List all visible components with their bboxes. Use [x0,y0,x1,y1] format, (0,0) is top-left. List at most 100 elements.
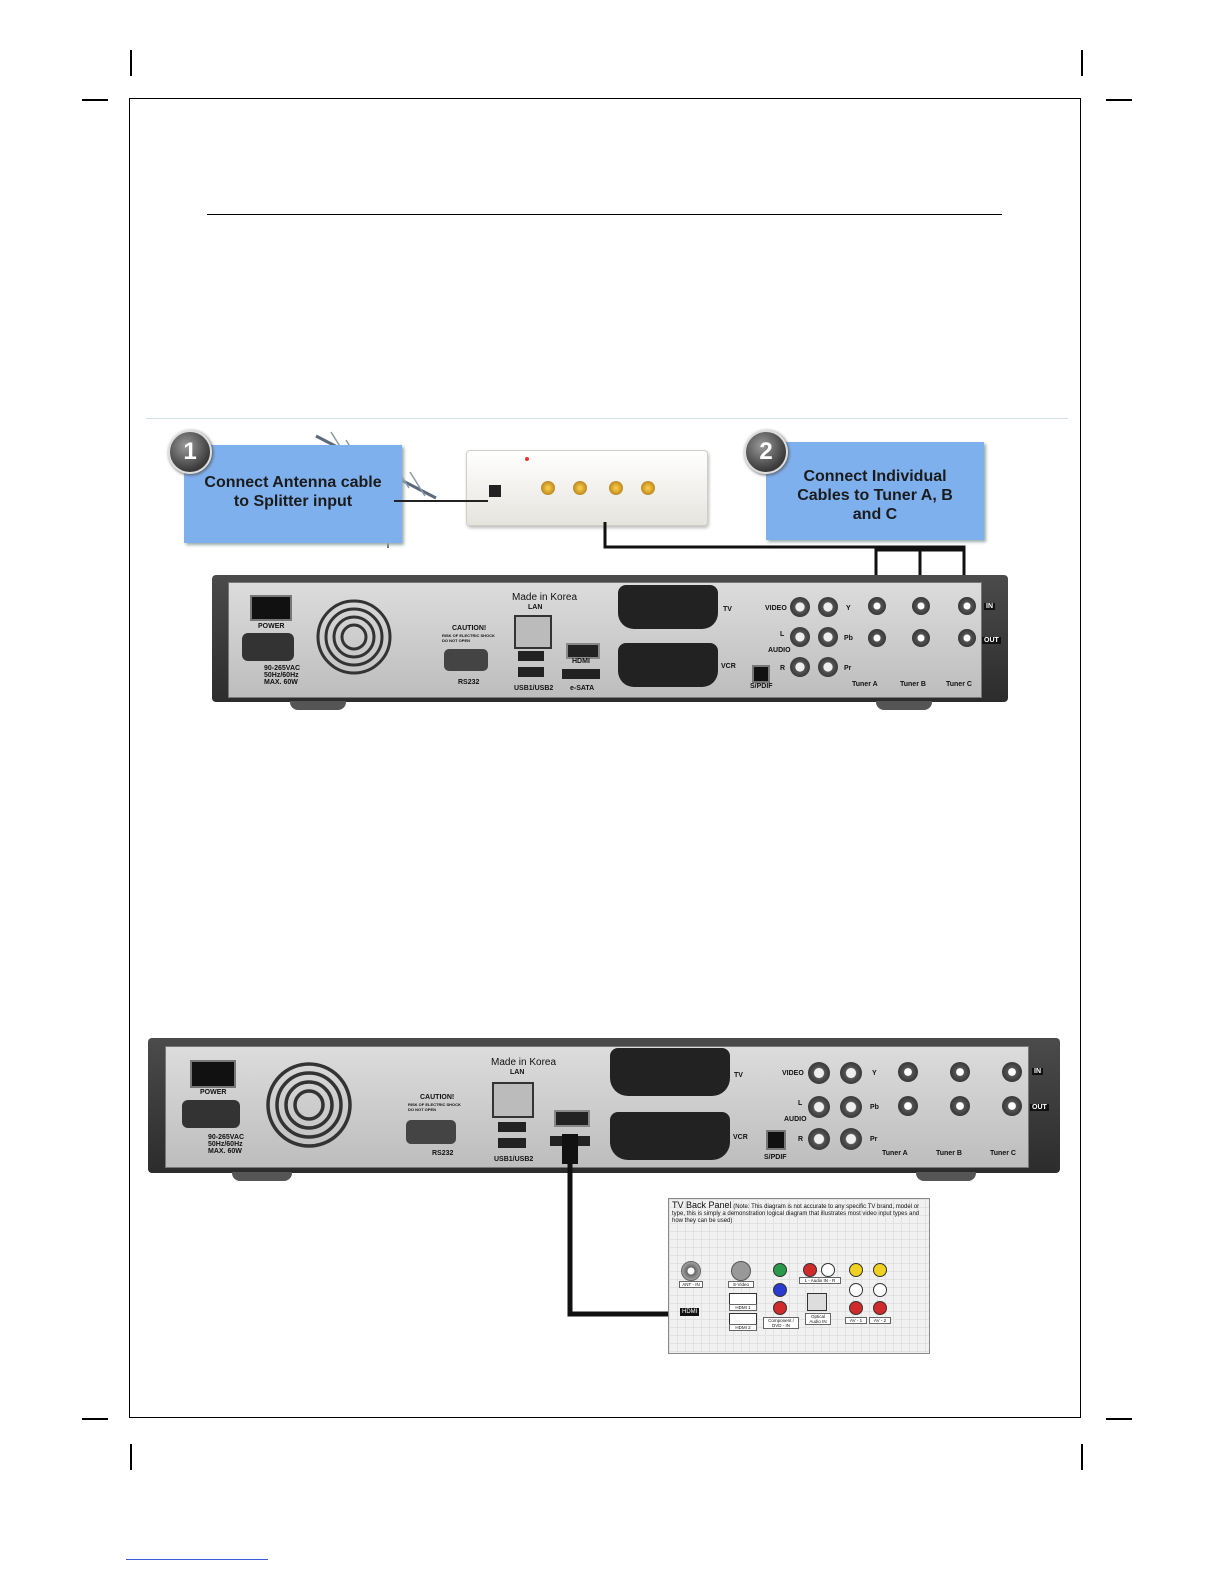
tuner-a-in-port[interactable] [868,597,886,615]
tv-back-panel: TV Back Panel (Note: This diagram is not… [668,1198,930,1354]
tuner-c-label: Tuner C [946,681,972,688]
rca-port[interactable] [808,1062,830,1084]
tuner-a-out-port[interactable] [868,629,886,647]
lan-port[interactable] [492,1082,534,1118]
tv-av2-left[interactable] [873,1283,887,1297]
tv-audio-l[interactable] [803,1263,817,1277]
tuner-b-out-port[interactable] [950,1096,970,1116]
tuner-c-label: Tuner C [990,1150,1016,1157]
tv-av2-right[interactable] [873,1301,887,1315]
power-socket [182,1100,240,1128]
rca-port[interactable] [840,1062,862,1084]
vcr-scart-port[interactable] [618,643,718,687]
tv-svideo-port[interactable] [731,1261,751,1281]
tv-component-label: Component / DVD - IN [763,1317,799,1329]
tuner-c-out-port[interactable] [958,629,976,647]
title-rule [207,214,1002,215]
spdif-port[interactable] [752,665,770,683]
tv-component-pr[interactable] [773,1301,787,1315]
rs232-port[interactable] [444,649,488,671]
receiver-back-panel: POWER 90-265VAC 50Hz/60Hz MAX. 60W Made … [212,575,1008,702]
usb-port[interactable] [498,1122,526,1132]
made-in-label: Made in Korea [512,592,578,603]
crop-mark [1081,1444,1083,1470]
tv-av1-right[interactable] [849,1301,863,1315]
audio-r-label: R [798,1136,804,1143]
receiver-foot [876,701,932,710]
crop-mark [1106,99,1132,101]
tv-grid [669,1199,929,1353]
tv-ant-label: ANT - IN [679,1281,703,1288]
video-label: VIDEO [782,1070,804,1077]
spdif-port[interactable] [766,1130,786,1150]
tv-av1-label: AV - 1 [845,1317,867,1324]
crop-mark [1081,50,1083,76]
section-rule [146,418,1068,419]
rca-port[interactable] [790,627,810,647]
tv-av1-video[interactable] [849,1263,863,1277]
audio-l-label: L [780,631,785,638]
pr-label: Pr [870,1136,878,1143]
crop-mark [130,50,132,76]
rca-port[interactable] [808,1128,830,1150]
usb-port[interactable] [498,1138,526,1148]
tuner-c-in-port[interactable] [1002,1062,1022,1082]
rca-port[interactable] [840,1128,862,1150]
splitter-led [525,457,529,461]
hdmi-label: HDMI [572,658,590,665]
tuner-a-in-port[interactable] [898,1062,918,1082]
tuner-a-out-port[interactable] [898,1096,918,1116]
rca-port[interactable] [818,657,838,677]
rs232-port[interactable] [406,1120,456,1144]
power-spec: 90-265VAC 50Hz/60Hz MAX. 60W [208,1134,245,1155]
pb-label: Pb [844,635,853,642]
spdif-label: S/PDIF [764,1154,787,1161]
caution-text: RISK OF ELECTRIC SHOCK DO NOT OPEN [442,633,495,643]
tuner-b-in-port[interactable] [950,1062,970,1082]
usb-port[interactable] [518,651,544,661]
power-socket [242,633,294,661]
rca-port[interactable] [840,1096,862,1118]
tv-av1-left[interactable] [849,1283,863,1297]
tv-scart-port[interactable] [610,1048,730,1096]
rca-port[interactable] [790,597,810,617]
hdmi-port[interactable] [554,1110,590,1127]
lan-port[interactable] [514,615,552,649]
tuner-b-label: Tuner B [900,681,926,688]
tv-av2-video[interactable] [873,1263,887,1277]
spdif-label: S/PDIF [750,683,773,690]
tv-ant-port[interactable] [681,1261,701,1281]
power-switch[interactable] [250,595,292,621]
rs232-label: RS232 [458,679,480,686]
power-switch[interactable] [190,1060,236,1088]
tv-component-y[interactable] [773,1263,787,1277]
tuner-c-in-port[interactable] [958,597,976,615]
crop-mark [82,99,108,101]
usb-port[interactable] [518,667,544,677]
vcr-scart-port[interactable] [610,1112,730,1160]
audio-label: AUDIO [784,1116,807,1123]
rca-port[interactable] [790,657,810,677]
antenna-cable [394,500,488,502]
footer-link-underline[interactable] [126,1559,268,1560]
tv-scart-port[interactable] [618,585,718,629]
audio-r-label: R [780,665,786,672]
tuner-b-in-port[interactable] [912,597,930,615]
step2-badge: 2 [744,430,788,474]
tv-audio-r[interactable] [821,1263,835,1277]
esata-port[interactable] [562,669,600,679]
rca-port[interactable] [818,627,838,647]
out-label: OUT [1030,1104,1049,1111]
hdmi-port[interactable] [566,643,600,659]
step2-callout: Connect Individual Cables to Tuner A, B … [766,442,984,540]
pr-label: Pr [844,665,852,672]
step2-text: Connect Individual Cables to Tuner A, B … [797,468,953,523]
receiver-back-panel-hdmi: POWER 90-265VAC 50Hz/60Hz MAX. 60W Made … [148,1038,1060,1173]
tuner-b-out-port[interactable] [912,629,930,647]
tuner-c-out-port[interactable] [1002,1096,1022,1116]
rca-port[interactable] [808,1096,830,1118]
tv-component-pb[interactable] [773,1283,787,1297]
rca-port[interactable] [818,597,838,617]
tv-optical-port[interactable] [807,1293,827,1311]
tv-scart-label: TV [734,1072,743,1079]
